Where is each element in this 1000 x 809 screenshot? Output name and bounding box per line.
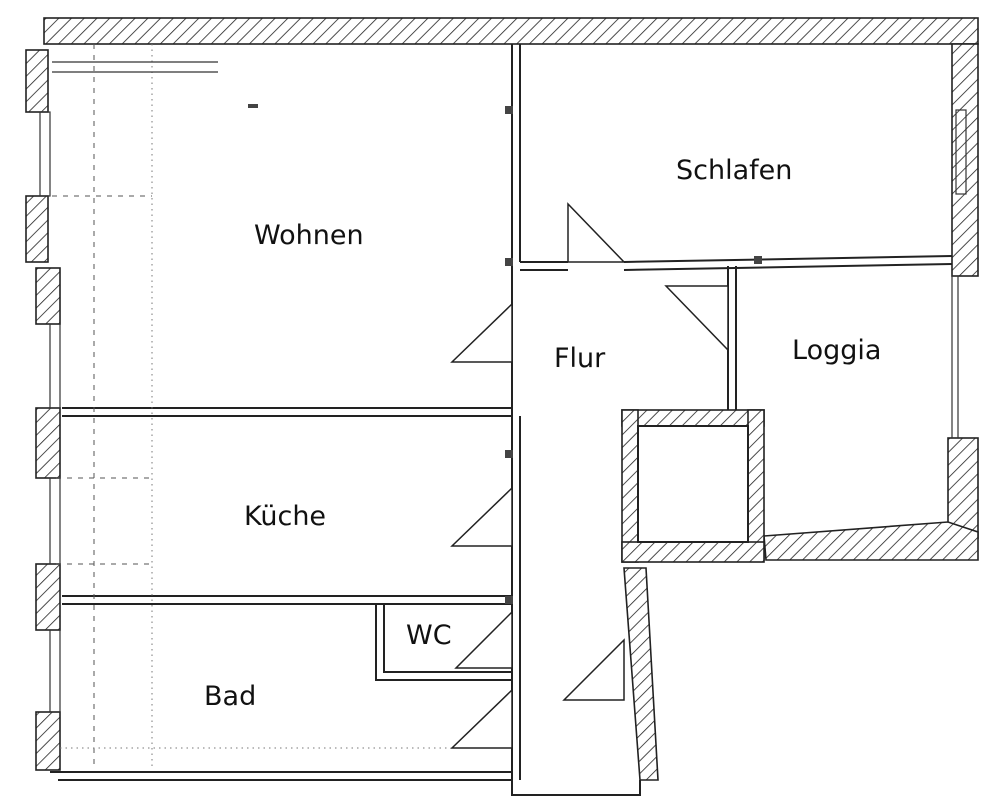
window-right-1	[955, 109, 967, 195]
room-label-schlafen: Schlafen	[676, 155, 793, 186]
door-kueche	[450, 486, 513, 547]
construction-lines	[52, 44, 510, 770]
top-wall	[43, 17, 979, 45]
room-label-bad: Bad	[204, 681, 257, 712]
left-wall-4	[35, 407, 61, 479]
fixtures	[248, 104, 762, 604]
exterior-walls	[25, 17, 979, 781]
door-wc	[454, 610, 513, 669]
room-label-flur: Flur	[554, 343, 606, 374]
left-wall-1	[25, 49, 49, 113]
window-3	[49, 477, 61, 565]
shaft-box	[637, 425, 749, 543]
room-label-wohnen: Wohnen	[254, 220, 364, 251]
shaft-wall-right	[747, 409, 765, 561]
window-right-2	[951, 275, 959, 439]
door-loggia	[664, 285, 729, 352]
left-wall-5	[35, 563, 61, 631]
left-wall-3	[35, 267, 61, 325]
door-bad	[450, 688, 513, 749]
loggia-bottom-wall	[763, 521, 979, 561]
window-1	[39, 111, 51, 197]
door-stair	[562, 638, 625, 701]
door-schlafen	[567, 202, 626, 263]
doors	[450, 202, 729, 749]
stair-side-wall	[623, 567, 659, 781]
interior-walls	[50, 44, 953, 796]
room-label-wc: WC	[406, 620, 452, 651]
left-wall-6	[35, 711, 61, 771]
room-label-loggia: Loggia	[792, 335, 882, 366]
left-wall-2	[25, 195, 49, 263]
window-4	[49, 629, 61, 713]
window-2	[49, 323, 61, 409]
shaft-wall-bottom	[621, 541, 765, 563]
shaft-wall-left	[621, 409, 639, 563]
shaft-wall-top	[621, 409, 765, 427]
windows	[39, 109, 967, 713]
door-wohnen	[450, 302, 513, 363]
room-label-kueche: Küche	[244, 501, 327, 532]
